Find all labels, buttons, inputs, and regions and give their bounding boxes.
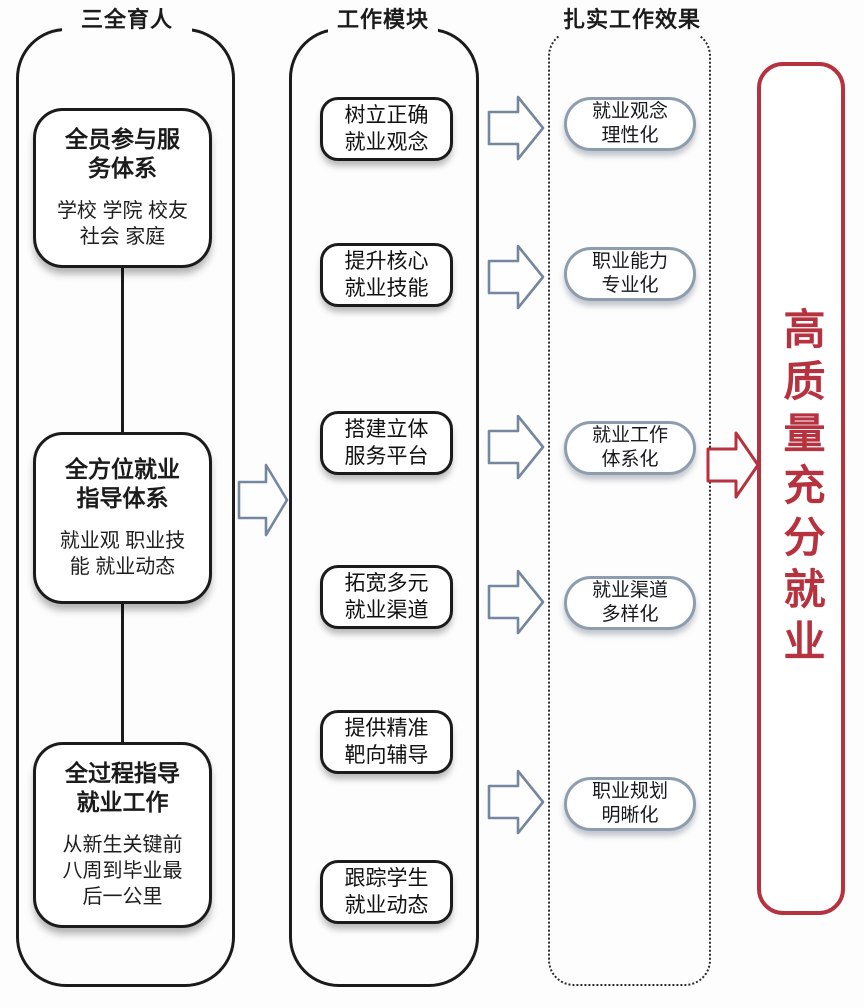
arrow-right-icon [237,463,289,537]
result-label: 高质量充分就业 [778,306,825,671]
node-sanquan-1: 全员参与服 务体系 学校 学院 校友 社会 家庭 [33,108,212,268]
panel-effects [548,30,711,986]
node-subtitle: 学校 学院 校友 社会 家庭 [56,199,189,249]
arrow-right-icon [487,569,545,635]
node-sanquan-3: 全过程指导 就业工作 从新生关键前 八周到毕业最 后一公里 [33,742,212,928]
result-box: 高质量充分就业 [757,62,845,915]
column-header-effects: 扎实工作效果 [552,4,712,36]
column-header-modules: 工作模块 [328,4,438,36]
node-title: 全员参与服 务体系 [65,126,180,182]
node-effect-1: 就业观念 理性化 [564,97,696,151]
arrow-right-icon [487,95,545,161]
node-subtitle: 从新生关键前 八周到毕业最 后一公里 [62,833,183,909]
panel-modules [289,28,479,987]
node-module-2: 提升核心 就业技能 [320,243,453,307]
node-module-3: 搭建立体 服务平台 [320,411,453,475]
arrow-right-icon [487,414,545,480]
arrow-right-icon [706,431,760,499]
node-effect-5: 职业规划 明晰化 [564,777,696,831]
arrow-right-icon [487,244,545,310]
node-title: 全过程指导 就业工作 [65,760,180,815]
node-module-4: 拓宽多元 就业渠道 [320,565,453,629]
node-effect-4: 就业渠道 多样化 [564,576,696,630]
node-module-5: 提供精准 靶向辅导 [320,710,453,774]
node-subtitle: 就业观 职业技 能 就业动态 [59,529,186,579]
node-module-6: 跟踪学生 就业动态 [320,860,453,924]
node-effect-2: 职业能力 专业化 [564,247,696,301]
node-title: 全方位就业 指导体系 [65,456,180,512]
node-effect-3: 就业工作 体系化 [564,421,696,475]
arrow-right-icon [487,769,545,835]
node-module-1: 树立正确 就业观念 [320,97,453,161]
column-header-sanquan: 三全育人 [62,4,192,36]
node-sanquan-2: 全方位就业 指导体系 就业观 职业技 能 就业动态 [33,432,212,604]
